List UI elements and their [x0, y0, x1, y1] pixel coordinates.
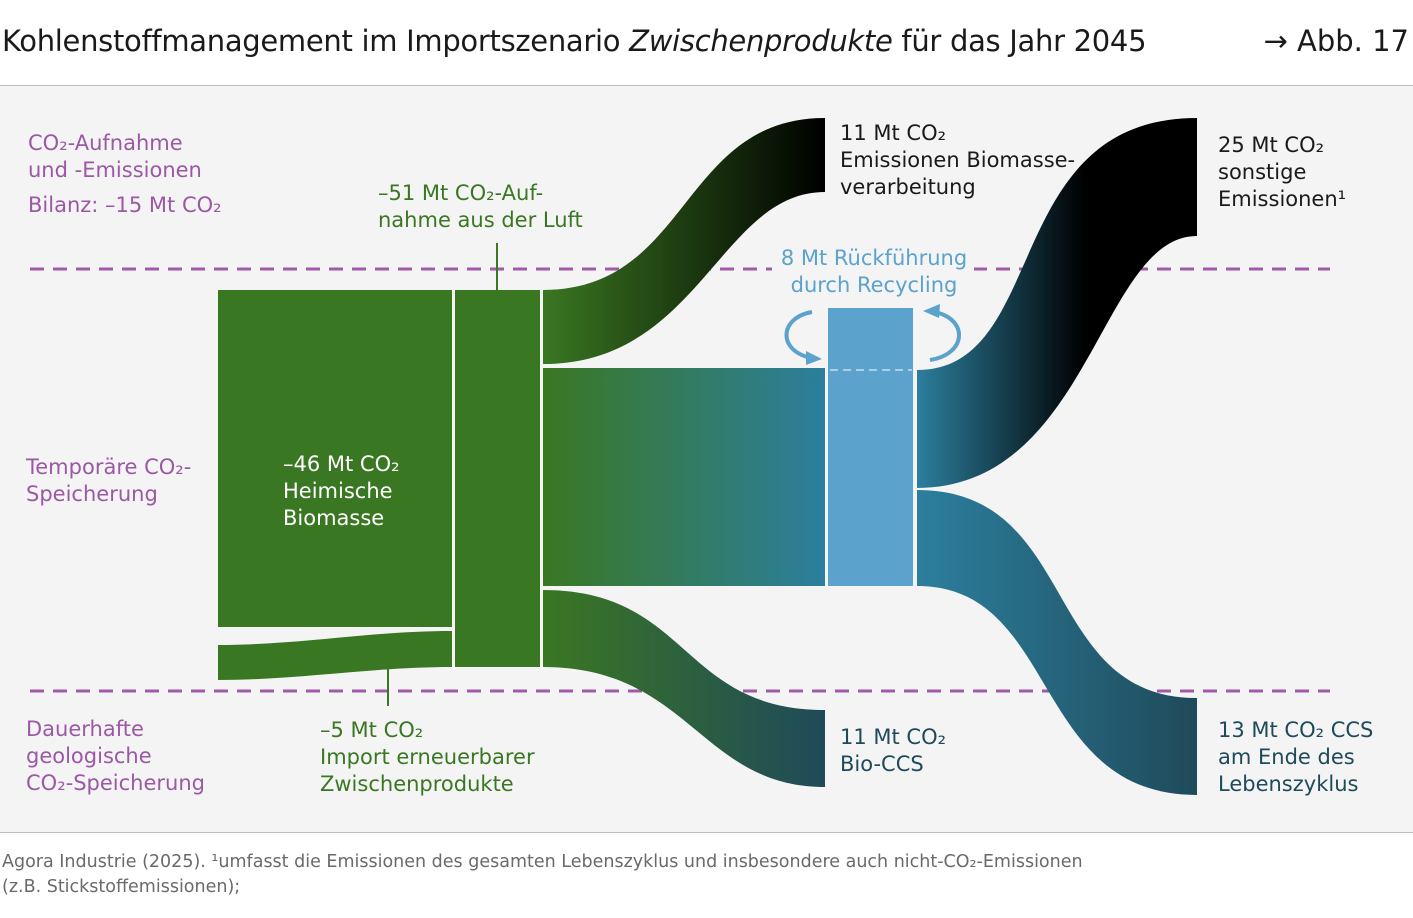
footnote-line-1: Agora Industrie (2025). ¹umfasst die Emi…	[2, 852, 1083, 872]
ccs-end-label-2: am Ende des	[1218, 745, 1355, 769]
bio-ccs-label-2: Bio-CCS	[840, 752, 924, 776]
recycle-arrow-left-icon	[784, 310, 813, 360]
zone-bottom-label-2: geologische	[26, 744, 152, 768]
import-label-2: Import erneuerbarer	[320, 745, 535, 769]
processing-emissions-label-2: Emissionen Biomasse-	[840, 148, 1075, 172]
other-emissions-label-1: 25 Mt CO₂	[1218, 133, 1324, 157]
air-uptake-label-1: –51 Mt CO₂-Auf-	[378, 181, 543, 205]
uptake-node	[455, 290, 540, 667]
page-title: Kohlenstoffmanagement im Importszenario …	[2, 24, 1147, 58]
recycle-arrowhead-left-icon	[806, 351, 822, 365]
figure-reference: → Abb. 17	[1263, 24, 1409, 58]
footnote-line-2: (z.B. Stickstoffemissionen);	[2, 877, 241, 897]
air-uptake-label-2: nahme aus der Luft	[378, 208, 583, 232]
import-label-3: Zwischenprodukte	[320, 772, 514, 796]
zone-bottom-label-3: CO₂-Speicherung	[26, 771, 205, 795]
flow-ccs-end-of-life	[917, 490, 1197, 795]
biomass-label-3: Biomasse	[283, 506, 384, 530]
recycling-label-1: 8 Mt Rückführung	[781, 246, 967, 270]
zone-top-label-1: CO₂-Aufnahme	[28, 131, 183, 155]
other-emissions-label-3: Emissionen¹	[1218, 187, 1346, 211]
zone-top-balance: Bilanz: –15 Mt CO₂	[28, 193, 222, 217]
title-italic: Zwischenprodukte	[629, 24, 893, 58]
processing-emissions-label-3: verarbeitung	[840, 175, 976, 199]
flow-to-products	[543, 368, 825, 586]
zone-top-label-2: und -Emissionen	[28, 158, 202, 182]
biomass-label-2: Heimische	[283, 479, 393, 503]
zone-bottom-label-1: Dauerhafte	[26, 717, 144, 741]
recycling-label-background	[772, 244, 974, 296]
processing-emissions-label-1: 11 Mt CO₂	[840, 121, 946, 145]
recycling-label-2: durch Recycling	[791, 273, 958, 297]
flow-processing-emissions	[543, 118, 825, 364]
biomass-label-1: –46 Mt CO₂	[283, 452, 400, 476]
ccs-end-label-1: 13 Mt CO₂ CCS	[1218, 718, 1373, 742]
import-flow	[218, 631, 452, 680]
other-emissions-label-2: sonstige	[1218, 160, 1306, 184]
source-footnote: Agora Industrie (2025). ¹umfasst die Emi…	[2, 850, 1083, 900]
biomass-node	[218, 290, 452, 627]
zone-middle-label-2: Speicherung	[26, 482, 158, 506]
flow-bio-ccs	[543, 590, 825, 787]
header: Kohlenstoffmanagement im Importszenario …	[0, 0, 1413, 86]
recycle-arrowhead-right-icon	[923, 304, 940, 318]
title-text: Kohlenstoffmanagement im Importszenario	[2, 24, 630, 58]
import-label-1: –5 Mt CO₂	[320, 718, 423, 742]
zone-middle-label-1: Temporäre CO₂-	[25, 455, 191, 479]
recycling-node	[828, 308, 913, 586]
bio-ccs-label-1: 11 Mt CO₂	[840, 725, 946, 749]
flow-other-emissions	[917, 118, 1197, 488]
recycle-arrow-right-icon	[929, 310, 961, 362]
title-text-end: für das Jahr 2045	[892, 24, 1147, 58]
ccs-end-label-3: Lebenszyklus	[1218, 772, 1358, 796]
